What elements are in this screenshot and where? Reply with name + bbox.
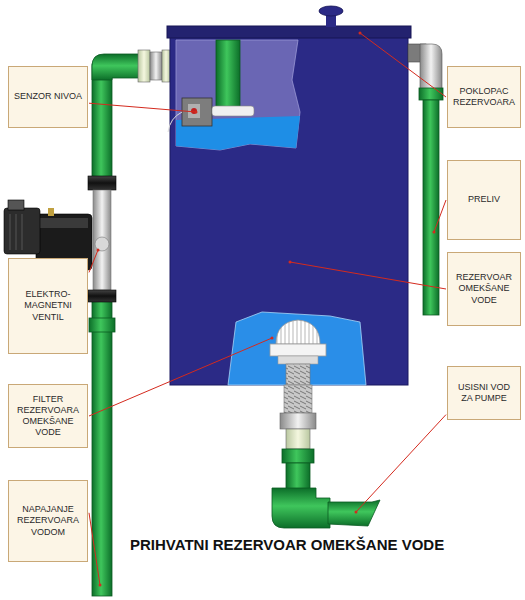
tank-part [167, 26, 411, 38]
leader-line [89, 250, 98, 272]
callout-label: SENZOR NIVOA [14, 91, 82, 102]
callout-box: SENZOR NIVOA [8, 66, 88, 128]
solenoid-valve-part [22, 214, 23, 250]
inlet-pipe-part [150, 52, 162, 80]
leader-line [89, 103, 196, 112]
solenoid-valve-part [4, 208, 40, 254]
callout-box: USISNI VOD ZA PUMPE [447, 366, 521, 420]
solenoid-valve-part [95, 237, 109, 251]
leader-line [89, 513, 100, 585]
filter-cutout-part [270, 344, 326, 356]
sensor-cutout-part [176, 40, 300, 150]
overflow-pipe-part [423, 100, 439, 315]
overflow-pipe-part [420, 44, 442, 92]
callout-box: REZERVOAR OMEKŠANE VODE [447, 252, 521, 326]
callout-box: ELEKTRO-MAGNETNI VENTIL [8, 258, 88, 354]
leader-dot [359, 32, 362, 35]
filter-cutout-part [278, 356, 318, 364]
callout-label: USISNI VOD ZA PUMPE [451, 382, 517, 405]
leader-dot [289, 261, 292, 264]
tank [167, 6, 411, 385]
solenoid-valve-part [88, 176, 116, 190]
solenoid-valve-part [48, 208, 54, 216]
suction-pipe-part [284, 385, 312, 413]
callout-box: FILTER REZERVOARA OMEKŠANE VODE [8, 384, 88, 448]
inlet-pipe-part [92, 64, 112, 180]
callout-label: ELEKTRO-MAGNETNI VENTIL [12, 289, 84, 323]
callout-box: POKLOPAC REZERVOARA [447, 66, 521, 128]
solenoid-valve-part [16, 214, 17, 250]
filter-cutout-part [286, 364, 310, 385]
filter-cutout [228, 312, 366, 385]
leader-dot [97, 249, 100, 252]
overflow-pipe [408, 44, 443, 315]
callout-label: NAPAJANJE REZERVOARA VODOM [12, 504, 84, 538]
suction-pipe-part [328, 500, 380, 526]
filter-cutout-part [228, 312, 366, 385]
tank-part [319, 6, 343, 16]
inlet-pipe-part [89, 318, 115, 332]
inlet-pipe-part [162, 50, 170, 82]
leader-dot [99, 584, 102, 587]
solenoid-valve-part [93, 190, 111, 290]
callout-label: FILTER REZERVOARA OMEKŠANE VODE [12, 394, 84, 439]
leader-line [434, 200, 446, 232]
sensor-cutout-part [191, 108, 197, 114]
leader-dot [195, 111, 198, 114]
callout-box: NAPAJANJE REZERVOARA VODOM [8, 480, 88, 562]
leader-line [356, 415, 446, 512]
suction-pipe [272, 385, 380, 528]
callout-label: PRELIV [468, 194, 500, 205]
leader-line [360, 33, 446, 97]
suction-pipe-part [286, 429, 310, 449]
callout-label: POKLOPAC REZERVOARA [451, 86, 517, 109]
sensor-cutout-part [212, 106, 254, 116]
sensor-cutout-part [216, 40, 240, 112]
leader-dot [271, 337, 274, 340]
solenoid-valve-part [88, 290, 116, 302]
inlet-pipe-part [92, 54, 140, 80]
callout-label: REZERVOAR OMEKŠANE VODE [451, 272, 517, 306]
tank-part [170, 30, 408, 385]
suction-pipe-part [272, 488, 330, 528]
solenoid-valve-part [8, 200, 24, 210]
sensor-cutout-part [168, 112, 182, 132]
solenoid-valve-part [40, 218, 88, 228]
sensor-cutout [168, 40, 300, 150]
leader-line [290, 262, 446, 289]
overflow-pipe-part [419, 88, 443, 100]
leader-lines [89, 32, 446, 587]
leader-line [89, 338, 272, 416]
suction-pipe-part [282, 449, 314, 463]
diagram-title: PRIHVATNI REZERVOAR OMEKŠANE VODE [130, 536, 444, 553]
filter-cutout-part [276, 320, 320, 344]
solenoid-valve-part [10, 214, 11, 250]
callout-box: PRELIV [447, 160, 521, 240]
sensor-cutout-part [182, 98, 212, 126]
leader-dot [433, 231, 436, 234]
inlet-pipe-part [138, 50, 150, 82]
leader-dot [355, 511, 358, 514]
suction-pipe-part [280, 413, 316, 429]
